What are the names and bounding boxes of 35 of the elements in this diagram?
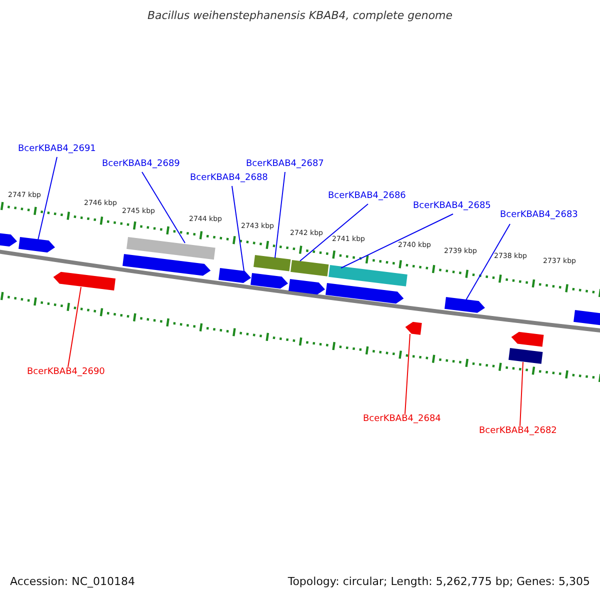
gene-block [250,273,288,289]
gene-label: BcerKBAB4_2687 [246,160,324,170]
gene-label: BcerKBAB4_2690 [27,368,105,378]
leader-line [68,286,82,368]
leader-line [232,186,244,272]
gene-block [218,268,252,283]
leader-line [466,224,510,300]
gene-block [405,322,422,335]
gene-label: BcerKBAB4_2686 [328,192,406,202]
feature-bar [508,348,543,364]
gene-label: BcerKBAB4_2684 [363,415,441,425]
feature-bar [126,237,216,260]
gene-label: BcerKBAB4_2683 [500,211,578,221]
feature-bar [328,265,408,286]
gene-block [122,254,211,276]
gene-block [511,332,544,347]
leader-line [404,334,410,414]
gene-block [574,310,600,326]
gene-block [53,272,116,290]
title: Bacillus weihenstephanensis KBAB4, complete genome [146,10,454,22]
leader-line [340,214,454,268]
gene-label: BcerKBAB4_2691 [18,145,96,155]
gene-label: BcerKBAB4_2688 [190,174,268,184]
footer-text: Accession: NC_010184 [10,576,136,588]
gene-block [0,232,18,246]
leader-line [38,156,58,240]
gene-block [288,279,325,294]
gene-label: BcerKBAB4_2689 [102,160,180,170]
feature-bar [254,255,291,272]
gene-block [444,297,485,313]
gene-label: BcerKBAB4_2685 [413,202,491,212]
gene-label: BcerKBAB4_2682 [479,427,557,437]
leader-line [142,172,186,244]
feature-bar [290,260,329,276]
footer-text: Topology: circular; Length: 5,262,775 bp; Genes: 5,305 [288,576,590,588]
